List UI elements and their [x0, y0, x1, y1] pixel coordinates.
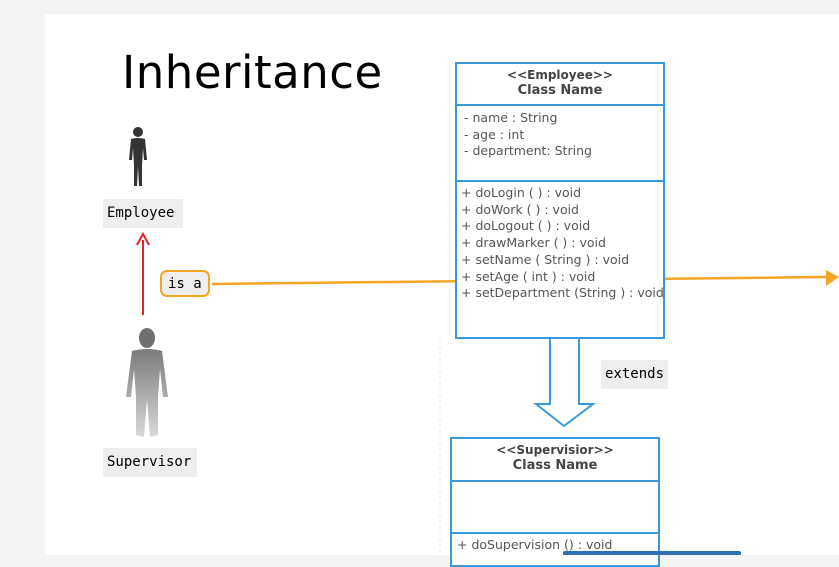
method: + doLogin ( ) : void — [461, 185, 582, 200]
page-title: Inheritance — [122, 46, 383, 99]
attribute: - age : int — [464, 126, 525, 142]
method: + doLogout ( ) : void — [461, 218, 591, 234]
method: + drawMarker ( ) : void — [461, 235, 606, 251]
employee-attributes: - name : String - age : int - department… — [457, 106, 663, 182]
employee-label: Employee — [103, 199, 183, 228]
supervisor-stereotype: <<Supervisior>> — [496, 443, 614, 457]
red-arrow-head — [136, 231, 150, 246]
method: + doSupervision () : void — [457, 537, 613, 552]
method: + setDepartment (String ) : void — [461, 285, 664, 301]
supervisor-class-name: Class Name — [512, 458, 598, 473]
selection-bar — [563, 551, 741, 555]
supervisor-person-icon — [126, 328, 168, 437]
orange-arrow-head — [826, 270, 839, 286]
attribute: - name : String — [464, 110, 558, 125]
employee-class-header: <<Employee>> Class Name — [457, 64, 663, 106]
extends-arrow — [533, 338, 596, 428]
employee-person-icon — [129, 127, 147, 186]
extends-label: extends — [601, 360, 669, 389]
employee-class-box[interactable]: <<Employee>> Class Name - name : String … — [455, 62, 665, 339]
supervisor-class-box[interactable]: <<Supervisior>> Class Name + doSupervisi… — [450, 437, 660, 567]
method: + setAge ( int ) : void — [461, 268, 596, 284]
method: + doWork ( ) : void — [461, 201, 579, 217]
attribute: - department: String — [464, 143, 592, 159]
employee-methods: + doLogin ( ) : void + doWork ( ) : void… — [457, 182, 664, 302]
method: + setName ( String ) : void — [461, 251, 630, 267]
supervisor-methods: + doSupervision () : void — [452, 534, 658, 554]
employee-stereotype: <<Employee>> — [507, 68, 613, 82]
connectors-layer — [136, 231, 839, 555]
supervisor-class-header: <<Supervisior>> Class Name — [452, 439, 658, 482]
employee-class-name: Class Name — [517, 83, 603, 98]
supervisor-label: Supervisor — [103, 448, 197, 477]
supervisor-attributes — [452, 482, 658, 534]
is-a-label: is a — [160, 270, 210, 297]
